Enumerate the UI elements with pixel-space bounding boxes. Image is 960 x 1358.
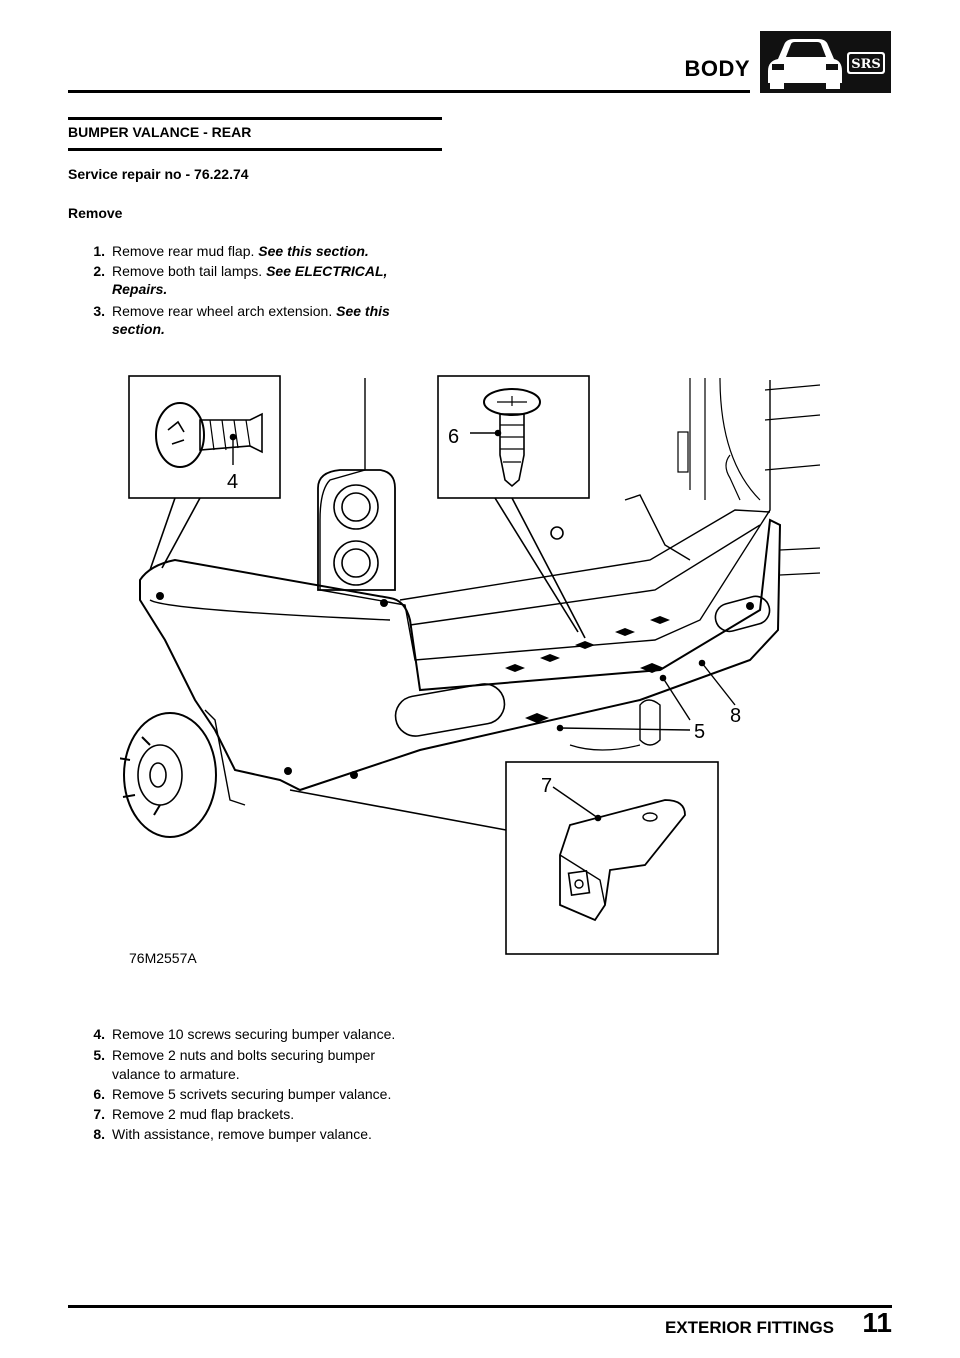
step-3: 3. Remove rear wheel arch extension. See… — [75, 302, 445, 342]
step-number: 1. — [93, 243, 105, 259]
figure-label: 76M2557A — [129, 950, 197, 966]
callout-4: 4 — [227, 471, 238, 493]
cross-reference: See this section. — [258, 243, 369, 259]
page-number: 11 — [862, 1307, 892, 1338]
step-6: 6. Remove 5 scrivets securing bumper val… — [75, 1085, 445, 1103]
step-text: Remove 5 scrivets securing bumper valanc… — [112, 1086, 392, 1102]
cross-reference: See this section. — [112, 303, 390, 337]
step-4: 4. Remove 10 screws securing bumper vala… — [75, 1025, 445, 1043]
step-5: 5. Remove 2 nuts and bolts securing bump… — [75, 1046, 445, 1064]
step-5-continued: valance to armature. — [75, 1065, 445, 1083]
step-number: 4. — [93, 1026, 105, 1042]
step-text: Remove 2 mud flap brackets. — [112, 1106, 295, 1122]
step-text: Remove both tail lamps. — [112, 263, 263, 279]
callout-7: 7 — [541, 775, 552, 797]
step-7: 7. Remove 2 mud flap brackets. — [75, 1105, 445, 1123]
step-number: 7. — [93, 1106, 105, 1122]
callout-5: 5 — [694, 721, 705, 743]
step-text: valance to armature. — [112, 1066, 240, 1082]
title-bottom-rule — [68, 148, 442, 151]
header-rule — [68, 90, 750, 93]
step-number: 3. — [93, 303, 105, 319]
step-text: Remove rear mud flap. — [112, 243, 255, 259]
step-8: 8. With assistance, remove bumper valanc… — [75, 1125, 445, 1143]
step-2: 2. Remove both tail lamps. See ELECTRICA… — [75, 262, 445, 302]
step-number: 6. — [93, 1086, 105, 1102]
step-text: Remove rear wheel arch extension. — [112, 303, 333, 319]
callout-8: 8 — [730, 705, 741, 727]
step-text: Remove 10 screws securing bumper valance… — [112, 1026, 396, 1042]
car-icon: SRS — [768, 39, 885, 89]
step-number: 5. — [93, 1047, 105, 1063]
srs-car-logo: SRS — [760, 31, 891, 93]
bumper-valance-illustration: 4 6 5 8 7 — [117, 370, 825, 970]
step-1: 1. Remove rear mud flap. See this sectio… — [75, 242, 445, 262]
service-repair-number: Service repair no - 76.22.74 — [68, 166, 249, 182]
callout-6: 6 — [448, 426, 459, 448]
procedure-title: BUMPER VALANCE - REAR — [68, 124, 252, 140]
cross-reference: See ELECTRICAL, Repairs. — [112, 263, 388, 297]
chapter-title: EXTERIOR FITTINGS — [664, 1318, 834, 1337]
section-title: BODY — [684, 56, 750, 81]
step-number: 2. — [93, 263, 105, 279]
remove-heading: Remove — [68, 205, 123, 221]
step-text: Remove 2 nuts and bolts securing bumper — [112, 1047, 376, 1063]
step-number: 8. — [93, 1126, 105, 1142]
title-top-rule — [68, 117, 442, 120]
srs-logo-text: SRS — [851, 57, 881, 72]
footer-rule — [68, 1305, 892, 1308]
step-text: With assistance, remove bumper valance. — [112, 1126, 372, 1142]
